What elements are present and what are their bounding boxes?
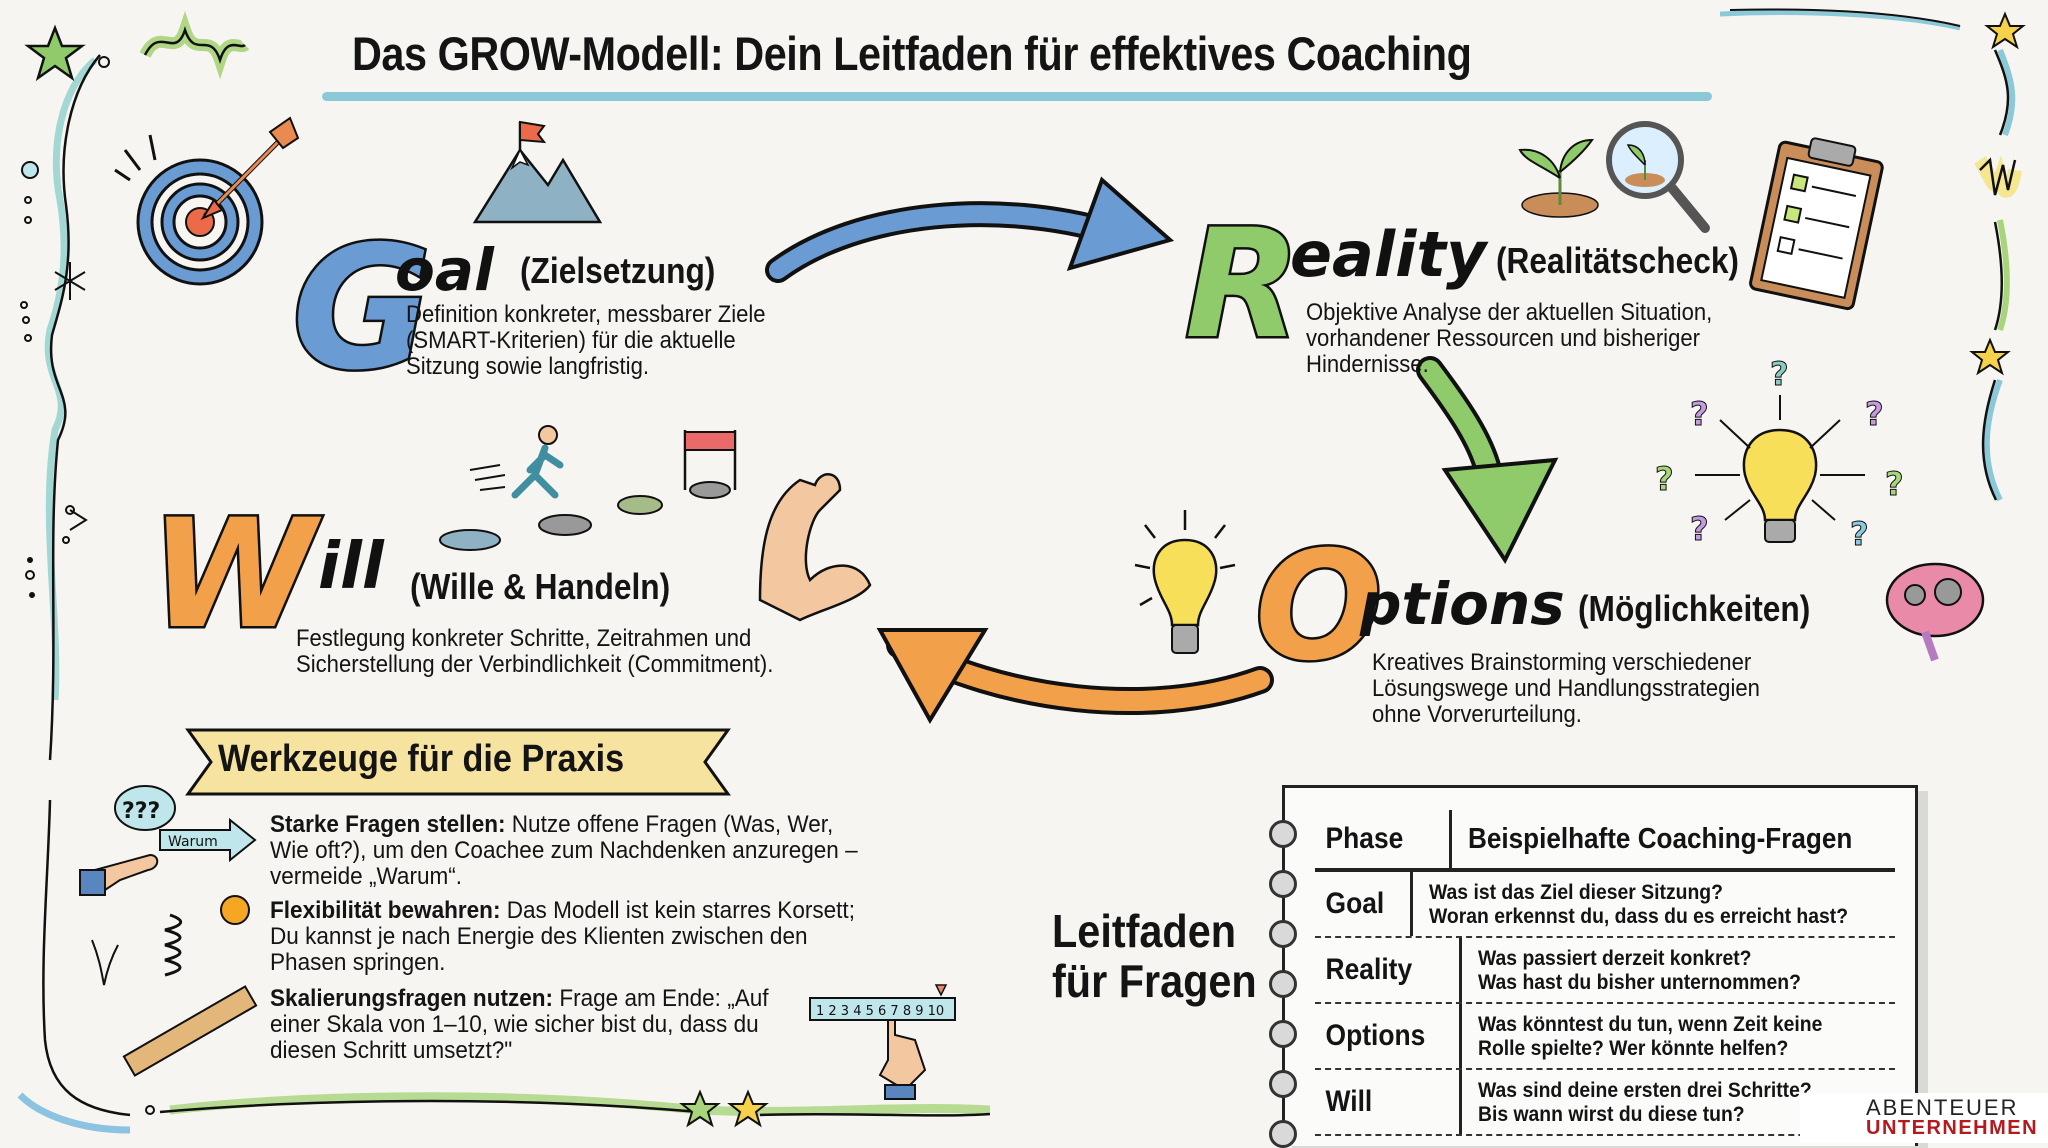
- ruler-icon: [122, 985, 258, 1077]
- spiral-ring: [1269, 870, 1297, 898]
- lightbulb-icon: [1134, 510, 1236, 654]
- reality-subtitle: (Realitätscheck): [1496, 240, 1739, 281]
- tool-item-strong-questions: Starke Fragen stellen: Nutze offene Frag…: [270, 812, 859, 890]
- svg-text:1 2 3 4 5 6 7 8 9 10: 1 2 3 4 5 6 7 8 9 10: [816, 1004, 944, 1019]
- row-phase: Options: [1325, 1019, 1426, 1052]
- lightbulb-questions-icon: ? ? ? ? ? ? ?: [1655, 355, 1905, 554]
- reality-letter: R: [1183, 196, 1303, 375]
- spiral-ring: [1269, 1020, 1297, 1048]
- header-phase: Phase: [1325, 822, 1404, 855]
- options-subtitle: (Möglichkeiten): [1578, 588, 1811, 629]
- tool-item-scaling-questions: Skalierungsfragen nutzen: Frage am Ende:…: [270, 986, 785, 1064]
- row-phase: Goal: [1325, 887, 1385, 920]
- question-guide-notebook: Phase Beispielhafte Coaching-Fragen Goal…: [1269, 785, 1918, 1148]
- scale-slider-icon: 1 2 3 4 5 6 7 8 9 10: [809, 984, 956, 1100]
- spiral-ring: [1269, 820, 1297, 848]
- reality-description: Objektive Analyse der aktuellen Situatio…: [1306, 299, 1713, 378]
- coaching-questions-table: Phase Beispielhafte Coaching-Fragen Goal…: [1315, 810, 1895, 1136]
- brain-gears-icon: [1885, 562, 1985, 662]
- row-phase: Will: [1325, 1085, 1373, 1118]
- row-questions: Was sind deine ersten drei Schritte?Bis …: [1459, 1070, 1895, 1134]
- logo-line2: UNTERNEHMEN: [1866, 1117, 2039, 1139]
- table-row: Goal Was ist das Ziel dieser Sitzung?Wor…: [1315, 872, 1895, 938]
- mountain-flag-icon: [472, 120, 603, 224]
- will-description: Festlegung konkreter Schritte, Zeitrahme…: [296, 625, 774, 678]
- finish-line-icon: [683, 430, 737, 490]
- will-word: ill: [318, 530, 384, 604]
- header-questions: Beispielhafte Coaching-Fragen: [1448, 810, 1895, 868]
- banner-shape: [185, 728, 731, 796]
- row-questions: Was ist das Ziel dieser Sitzung?Woran er…: [1410, 872, 1895, 936]
- magnifier-sprout-icon: [1606, 121, 1710, 233]
- reality-word: eality: [1290, 218, 1487, 291]
- brand-logo: ABENTEUER UNTERNEHMEN: [1800, 1093, 2048, 1143]
- svg-text:?: ?: [1885, 465, 1904, 503]
- spiral-ring: [1269, 920, 1297, 948]
- arrow-down-icon: [1441, 457, 1559, 564]
- row-phase: Reality: [1325, 953, 1413, 986]
- table-row: Reality Was passiert derzeit konkret?Was…: [1315, 938, 1895, 1004]
- tool-text: Nutze offene Fragen (Was, Wer, Wie oft?)…: [270, 811, 858, 890]
- tools-heading: Werkzeuge für die Praxis: [218, 738, 625, 780]
- tool-item-flexibility: Flexibilität bewahren: Das Modell ist ke…: [270, 898, 859, 976]
- table-row: Options Was könntest du tun, wenn Zeit k…: [1315, 1004, 1895, 1070]
- tool-text: Frage am Ende: „Auf einer Skala von 1–10…: [270, 985, 769, 1064]
- svg-text:?: ?: [1770, 355, 1789, 393]
- target-arrow-icon: [114, 116, 300, 286]
- goal-word: oal: [395, 236, 494, 304]
- flexed-arm-icon: [758, 473, 872, 622]
- clipboard-checklist-icon: [1749, 137, 1884, 311]
- guide-label: Leitfaden für Fragen: [1052, 905, 1257, 1007]
- spiral-ring: [1269, 970, 1297, 998]
- logo-line1: ABENTEUER: [1866, 1095, 2019, 1120]
- table-row: Will Was sind deine ersten drei Schritte…: [1315, 1070, 1895, 1136]
- tool-title: Skalierungsfragen nutzen:: [270, 985, 554, 1012]
- sprout-icon: [1518, 138, 1599, 218]
- will-subtitle: (Wille & Handeln): [410, 566, 671, 607]
- svg-text:?: ?: [1655, 460, 1674, 498]
- options-letter: O: [1253, 518, 1385, 697]
- row-questions: Was passiert derzeit konkret?Was hast du…: [1459, 938, 1895, 1002]
- goal-subtitle: (Zielsetzung): [520, 250, 716, 291]
- svg-text:?: ?: [1865, 395, 1884, 433]
- options-word: ptions: [1360, 570, 1565, 638]
- svg-text:?: ?: [1690, 395, 1709, 433]
- title-underline: [322, 92, 1712, 101]
- tool-title: Starke Fragen stellen:: [270, 811, 506, 838]
- options-description: Kreatives Brainstorming verschiedener Lö…: [1372, 649, 1760, 728]
- arrow-left-icon: [876, 628, 989, 724]
- runner-stepping-stones-icon: [439, 425, 731, 551]
- will-letter: W: [147, 486, 317, 665]
- tool-text: Das Modell ist kein starres Korsett; Du …: [270, 897, 855, 976]
- spring-ball-icon: [91, 895, 250, 986]
- svg-text:?: ?: [1850, 515, 1869, 553]
- tool-title: Flexibilität bewahren:: [270, 897, 501, 924]
- arrow-right-icon: [1066, 176, 1175, 271]
- svg-text:???: ???: [122, 799, 160, 824]
- svg-text:Warum: Warum: [168, 834, 218, 850]
- spiral-ring: [1269, 1120, 1297, 1148]
- question-bubble-pointing-hand-icon: ??? Warum: [79, 785, 257, 896]
- spiral-ring: [1269, 1070, 1297, 1098]
- table-header-row: Phase Beispielhafte Coaching-Fragen: [1315, 810, 1895, 872]
- star-icon: [24, 24, 86, 82]
- page-title: Das GROW-Modell: Dein Leitfaden für effe…: [352, 27, 1472, 80]
- goal-description: Definition konkreter, messbarer Ziele (S…: [406, 301, 766, 380]
- goal-letter: G: [290, 208, 435, 411]
- svg-text:?: ?: [1690, 510, 1709, 548]
